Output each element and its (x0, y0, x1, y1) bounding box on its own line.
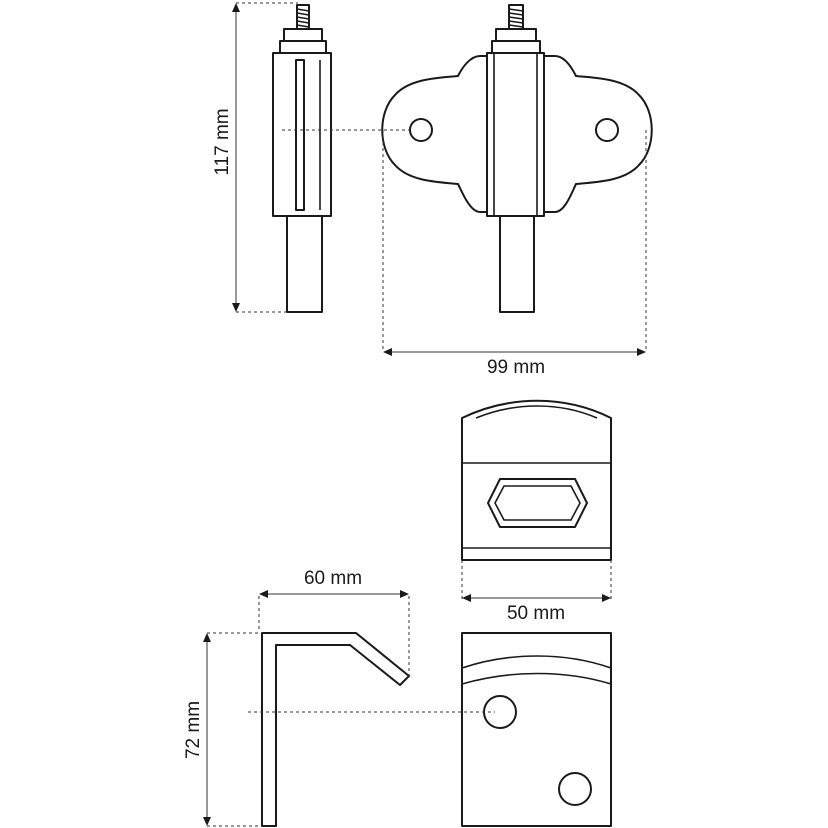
hook-bend-line (461, 655, 612, 669)
thread-lines (296, 8, 310, 28)
plate-hole-right (595, 118, 619, 142)
arrow-right-icon (602, 594, 611, 602)
plate-curve-inner (475, 405, 598, 419)
l-hook (261, 632, 410, 827)
hook-hole-lower (558, 772, 592, 806)
front-bolt-body (486, 52, 545, 217)
dimension-72: 72 mm (183, 632, 260, 827)
arrow-right-icon (400, 590, 409, 598)
slot-inner (494, 485, 581, 521)
bolt-shaft (286, 215, 323, 313)
washer (279, 40, 327, 54)
front-thread-lines (508, 8, 524, 28)
front-hex-nut (495, 28, 537, 42)
dimension-label-72: 72 mm (183, 701, 204, 759)
arrow-left-icon (462, 594, 471, 602)
dimension-label-99: 99 mm (487, 357, 545, 378)
bolt-side-view (272, 4, 332, 313)
arrow-down-icon (203, 817, 211, 826)
arrow-left-icon (259, 590, 268, 598)
arrow-left-icon (383, 348, 392, 356)
hook-bend-line-2 (461, 672, 612, 685)
slotted-plate-view (461, 399, 612, 561)
dimension-117: 117 mm (212, 2, 298, 313)
dimension-label-117: 117 mm (212, 108, 233, 175)
hook-profile-view (261, 632, 410, 827)
arrow-right-icon (637, 348, 646, 356)
dimension-60: 60 mm (258, 568, 410, 676)
dimension-99: 99 mm (382, 130, 647, 378)
dimension-50: 50 mm (461, 560, 612, 624)
arrow-down-icon (232, 303, 240, 312)
arrow-up-icon (232, 3, 240, 12)
plate-hole-left (409, 118, 433, 142)
bolt-front-view (381, 4, 653, 313)
arrow-up-icon (203, 633, 211, 642)
plate-slot (487, 478, 588, 528)
front-washer (491, 40, 541, 54)
dimension-label-50: 50 mm (507, 603, 565, 624)
hex-nut (283, 28, 323, 42)
dimension-label-60: 60 mm (304, 568, 362, 589)
hook-front-view (461, 632, 612, 827)
front-bolt-shaft (499, 215, 535, 313)
bolt-slot (295, 59, 305, 211)
